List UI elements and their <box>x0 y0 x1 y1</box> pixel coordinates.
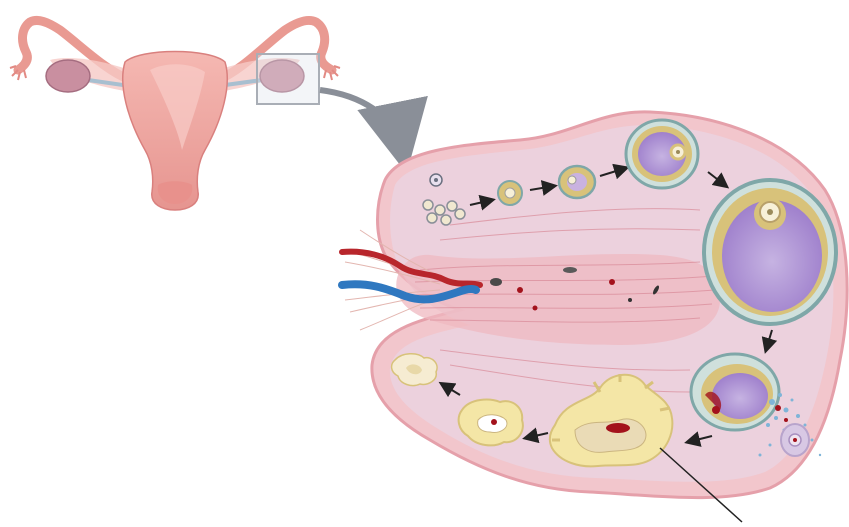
released-oocyte <box>781 424 809 456</box>
blood-spot-1 <box>517 287 523 293</box>
ovary-cross-section <box>342 112 847 522</box>
blood-spot-4 <box>628 298 632 302</box>
zoom-box <box>257 54 319 104</box>
uterus-overview <box>10 20 340 210</box>
vessel-section-1 <box>490 278 502 286</box>
zoom-arrow <box>320 90 402 150</box>
secondary-follicle <box>559 166 595 198</box>
blood-spot-3 <box>533 306 538 311</box>
primary-follicle <box>498 181 522 205</box>
blood-spot-2 <box>609 279 615 285</box>
early-antral-follicle <box>626 120 698 188</box>
vessel-section-2 <box>563 267 577 273</box>
mature-vesicular-follicle <box>704 180 836 324</box>
left-ovary <box>46 60 90 92</box>
